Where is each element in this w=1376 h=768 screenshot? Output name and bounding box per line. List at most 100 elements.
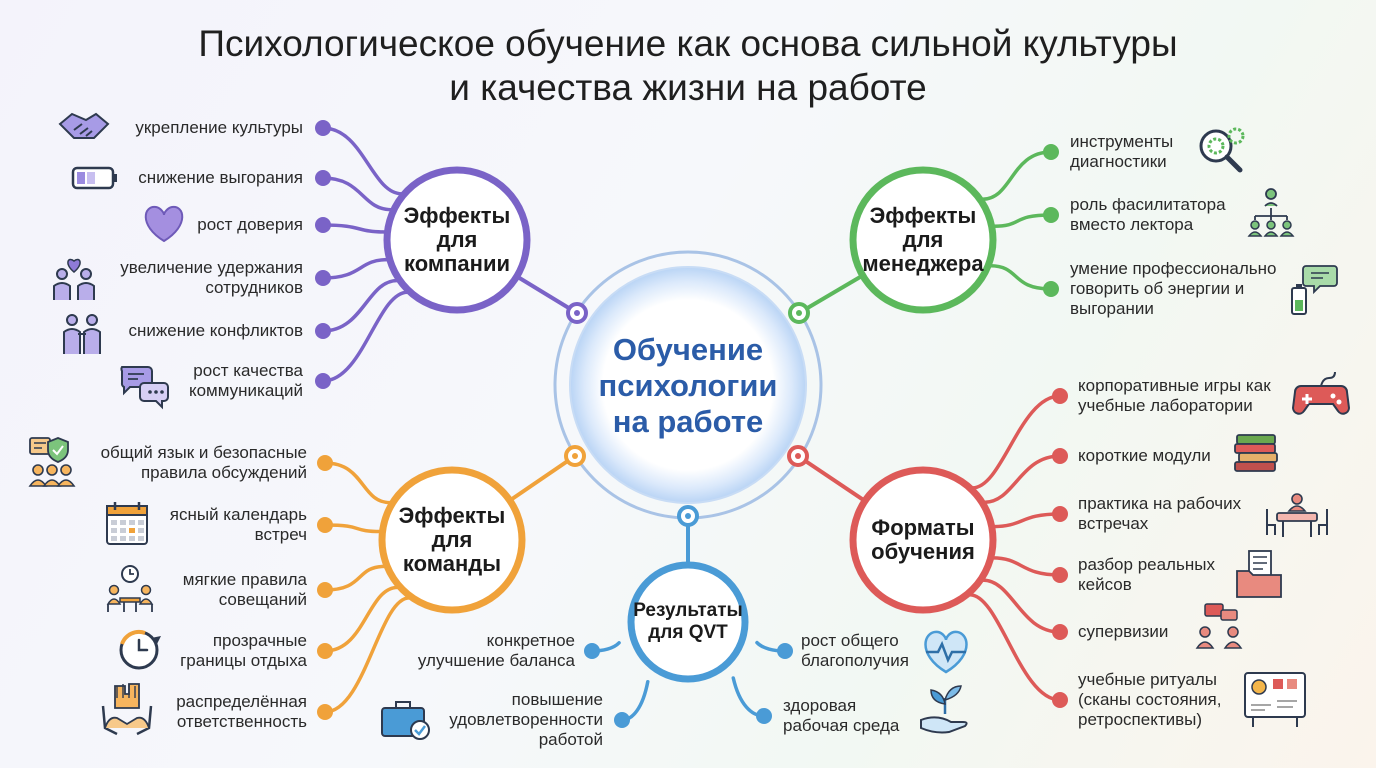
qvt-item-label-line: рост общего — [801, 631, 899, 650]
formats-hub-label-line: обучения — [871, 539, 975, 564]
team-link-dot — [572, 453, 578, 459]
team-branch-dot — [317, 704, 333, 720]
low-battery-icon — [71, 166, 117, 190]
qvt-branch-dot — [614, 712, 630, 728]
team-hub-link — [508, 454, 577, 503]
formats-branch-dot — [1052, 624, 1068, 640]
formats-branch-line — [970, 394, 1062, 490]
team-item-label-line: правила обсуждений — [140, 463, 307, 482]
manager-hub-label-line: для — [902, 227, 944, 252]
formats-hub-circle — [849, 466, 997, 614]
manager-item-label-line: умение профессионально — [1070, 259, 1277, 278]
company-item-label: укрепление культуры — [135, 118, 303, 138]
team-item-label-line: распределённая — [176, 692, 307, 711]
qvt-item-label-line: конкретное — [486, 631, 575, 650]
qvt-item-label-line: удовлетворенности — [449, 710, 603, 729]
heart-pulse-icon — [924, 630, 968, 674]
chat-bubbles-icon — [120, 366, 169, 410]
qvt-hub-label-line: Результаты — [633, 600, 743, 621]
company-branch-dot — [315, 323, 331, 339]
formats-item-label-line: встречах — [1078, 514, 1149, 533]
formats-branch-line — [991, 512, 1062, 529]
company-item-label: снижение конфликтов — [129, 321, 303, 341]
team-item-label-line: мягкие правила — [182, 570, 307, 589]
manager-hub-label-line: Эффекты — [869, 203, 977, 228]
gamepad-icon — [1291, 371, 1351, 415]
manager-item-label-line: роль фасилитатора — [1070, 195, 1226, 214]
team-item-label-line: ясный календарь — [169, 505, 307, 524]
formats-branch-dot — [1052, 506, 1068, 522]
icons — [28, 112, 1351, 740]
company-item-label-line: коммуникаций — [188, 381, 303, 400]
manager-hub-link — [797, 273, 864, 315]
team-branch-line — [323, 585, 400, 653]
team-branch-line — [323, 564, 387, 592]
company-branch-dot — [315, 373, 331, 389]
qvt-item-label-line: работой — [538, 730, 603, 749]
formats-item-label-line: корпоративные игры как — [1078, 376, 1271, 395]
company-item-label-line: снижение конфликтов — [128, 321, 303, 340]
formats-item-label: супервизии — [1078, 622, 1168, 642]
team-hub-label-line: для — [431, 527, 473, 552]
team-item-label-line: совещаний — [218, 590, 307, 609]
qvt-item-label-line: улучшение баланса — [417, 651, 575, 670]
briefcase-check-icon — [381, 701, 430, 740]
company-item-label: рост доверия — [197, 215, 303, 235]
formats-item-label-line: разбор реальных — [1078, 555, 1215, 574]
team-branch-line — [323, 523, 383, 534]
manager-branch-dot — [1043, 144, 1059, 160]
formats-branch-line — [982, 454, 1062, 505]
team-item-label-line: общий язык и безопасные — [100, 443, 307, 462]
formats-branch-dot — [1052, 567, 1068, 583]
formats-link-dot — [795, 453, 801, 459]
qvt-item-label-line: повышение — [511, 690, 603, 709]
qvt-branch-dot — [584, 643, 600, 659]
formats-item-label-line: практика на рабочих — [1078, 494, 1242, 513]
company-item-label-line: увеличение удержания — [120, 258, 303, 277]
manager-hub-label-line: менеджера — [862, 251, 984, 276]
company-hub-label-line: для — [436, 227, 478, 252]
formats-item-label-line: кейсов — [1078, 575, 1132, 594]
company-branch-line — [321, 126, 404, 196]
meeting-table-icon — [1266, 493, 1328, 537]
team-item-label-line: встреч — [254, 525, 307, 544]
center-circle — [569, 266, 807, 504]
company-branch-line — [321, 176, 394, 212]
page-title: Психологическое обучение как основа силь… — [0, 22, 1376, 110]
people-heart-icon — [53, 258, 95, 300]
manager-item-label-line: говорить об энергии и — [1070, 279, 1245, 298]
manager-link-dot — [796, 310, 802, 316]
formats-branch-line — [981, 578, 1062, 634]
handshake-icon — [58, 112, 110, 139]
manager-branch-line — [980, 150, 1053, 201]
company-item-label-line: снижение выгорания — [138, 168, 303, 187]
supervision-icon — [1195, 603, 1243, 649]
team-branch-dot — [317, 643, 333, 659]
calendar-icon — [106, 502, 148, 545]
team-branch-line — [323, 596, 411, 714]
company-item-label: снижение выгорания — [138, 168, 303, 188]
manager-branch-line — [988, 263, 1053, 291]
connectors — [321, 126, 1062, 722]
manager-branch-dot — [1043, 281, 1059, 297]
clock-icon — [119, 629, 161, 670]
formats-item-label-line: короткие модули — [1078, 446, 1211, 465]
qvt-item-label-line: здоровая — [783, 696, 857, 715]
folder-icon — [1236, 550, 1282, 598]
formats-branch-dot — [1052, 448, 1068, 464]
manager-hub-circle — [849, 166, 997, 314]
